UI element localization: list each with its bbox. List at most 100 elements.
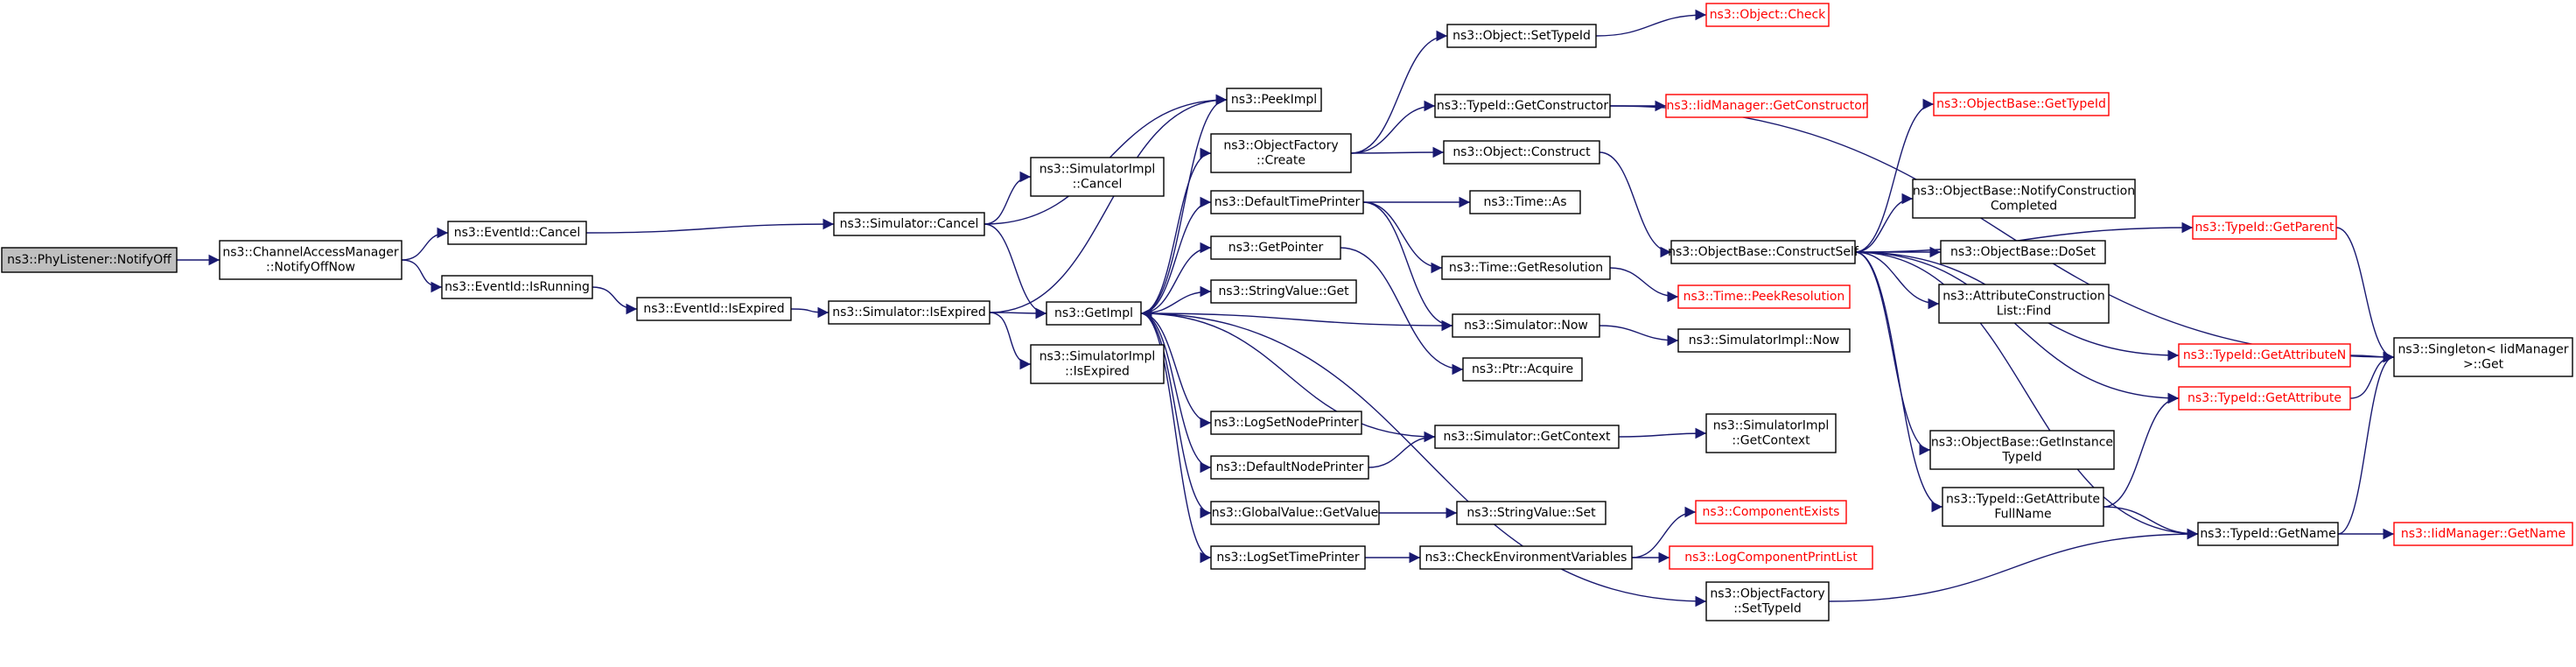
node-label: Completed xyxy=(1991,200,2057,214)
node-getctor[interactable]: ns3::TypeId::GetConstructor xyxy=(1434,94,1611,118)
node-simctx[interactable]: ns3::Simulator::GetContext xyxy=(1434,425,1620,449)
node-tidattrn[interactable]: ns3::TypeId::GetAttributeN xyxy=(2178,343,2351,368)
node-label: ns3::StringValue::Get xyxy=(1218,284,1349,298)
node-objcheck[interactable]: ns3::Object::Check xyxy=(1705,3,1830,27)
node-obdoset[interactable]: ns3::ObjectBase::DoSet xyxy=(1940,240,2106,264)
edge-tidparent-to-singleton xyxy=(2335,227,2395,363)
node-label: ns3::ObjectBase::ConstructSelf xyxy=(1668,245,1859,259)
node-evexpired[interactable]: ns3::EventId::IsExpired xyxy=(636,297,792,321)
node-implisexp[interactable]: ns3::SimulatorImpl::IsExpired xyxy=(1030,344,1165,384)
node-label: ns3::ObjectBase::DoSet xyxy=(1950,245,2096,259)
node-root[interactable]: ns3::PhyListener::NotifyOff xyxy=(1,247,178,273)
node-timeas[interactable]: ns3::Time::As xyxy=(1469,190,1581,214)
node-strget[interactable]: ns3::StringValue::Get xyxy=(1210,279,1357,304)
node-label: ns3::GlobalValue::GetValue xyxy=(1212,506,1378,520)
node-label: ns3::ObjectBase::NotifyConstruction xyxy=(1913,185,2135,199)
node-box xyxy=(1695,500,1847,524)
node-implnow[interactable]: ns3::SimulatorImpl::Now xyxy=(1677,328,1851,353)
node-label: ns3::TypeId::GetAttribute xyxy=(2188,391,2342,405)
edge-deftime-to-timegetres xyxy=(1362,201,1443,274)
node-peekimpl[interactable]: ns3::PeekImpl xyxy=(1226,88,1322,112)
node-box xyxy=(1443,140,1600,165)
edge-tidfull-to-tidattr xyxy=(2103,392,2180,508)
edge-getimpl-to-deftime xyxy=(1140,196,1212,314)
node-logsetnode[interactable]: ns3::LogSetNodePrinter xyxy=(1210,411,1362,435)
node-box xyxy=(1665,94,1868,118)
edge-obconstruct-to-attrfind xyxy=(1854,251,1940,310)
node-box xyxy=(441,275,593,299)
edge-getimpl-to-gvget xyxy=(1140,312,1212,519)
node-simisexp[interactable]: ns3::Simulator::IsExpired xyxy=(828,300,990,325)
node-label: ns3::Ptr::Acquire xyxy=(1472,362,1573,376)
node-box xyxy=(1705,3,1830,27)
node-singleton[interactable]: ns3::Singleton< IidManager >::Get xyxy=(2393,337,2573,377)
node-label: ns3::LogSetNodePrinter xyxy=(1214,416,1359,430)
node-iidname[interactable]: ns3::IidManager::GetName xyxy=(2393,522,2573,546)
node-label: ns3::Object::Check xyxy=(1710,8,1826,22)
node-iidctor[interactable]: ns3::IidManager::GetConstructor xyxy=(1665,94,1868,118)
node-box xyxy=(1210,279,1357,304)
node-tidname[interactable]: ns3::TypeId::GetName xyxy=(2197,522,2339,546)
node-label: ns3::ObjectBase::GetTypeId xyxy=(1936,97,2106,111)
edge-objconst-to-obconstruct xyxy=(1599,151,1672,258)
node-box xyxy=(1933,92,2110,116)
node-deftime[interactable]: ns3::DefaultTimePrinter xyxy=(1210,190,1364,214)
node-evcancel[interactable]: ns3::EventId::Cancel xyxy=(447,221,587,245)
edge-ofcreate-to-objconst xyxy=(1350,146,1445,158)
node-box xyxy=(1210,190,1364,214)
node-tidattr[interactable]: ns3::TypeId::GetAttribute xyxy=(2178,386,2351,411)
node-obnotify[interactable]: ns3::ObjectBase::NotifyConstructionCompl… xyxy=(1912,179,2136,219)
node-simnow[interactable]: ns3::Simulator::Now xyxy=(1452,313,1600,338)
node-peekres[interactable]: ns3::Time::PeekResolution xyxy=(1677,284,1851,309)
node-evrunning[interactable]: ns3::EventId::IsRunning xyxy=(441,275,593,299)
node-simcancel[interactable]: ns3::Simulator::Cancel xyxy=(833,212,985,236)
node-cam[interactable]: ns3::ChannelAccessManager::NotifyOffNow xyxy=(219,240,402,280)
node-obgettid[interactable]: ns3::ObjectBase::GetTypeId xyxy=(1933,92,2110,116)
node-implctx[interactable]: ns3::SimulatorImpl::GetContext xyxy=(1705,413,1837,453)
node-getpointer[interactable]: ns3::GetPointer xyxy=(1210,235,1341,260)
node-box xyxy=(1469,190,1581,214)
edge-settypeid-to-objcheck xyxy=(1595,9,1707,37)
node-getimpl[interactable]: ns3::GetImpl xyxy=(1046,301,1142,326)
node-checkenv[interactable]: ns3::CheckEnvironmentVariables xyxy=(1419,545,1633,570)
node-ptracq[interactable]: ns3::Ptr::Acquire xyxy=(1462,357,1583,382)
node-label: ::IsExpired xyxy=(1065,365,1130,379)
node-label: ns3::GetImpl xyxy=(1054,306,1133,320)
node-label: ns3::Time::GetResolution xyxy=(1449,261,1603,275)
node-box xyxy=(1434,425,1620,449)
node-box xyxy=(1670,240,1856,264)
node-label: FullName xyxy=(1994,508,2051,522)
node-label: ns3::LogSetTimePrinter xyxy=(1216,551,1360,565)
node-label: ns3::GetPointer xyxy=(1228,241,1324,255)
node-label: ns3::Time::As xyxy=(1483,195,1566,209)
node-timegetres[interactable]: ns3::Time::GetResolution xyxy=(1441,256,1611,280)
node-label: ns3::Object::SetTypeId xyxy=(1452,29,1591,43)
node-objconst[interactable]: ns3::Object::Construct xyxy=(1443,140,1600,165)
node-box xyxy=(1030,157,1165,197)
node-label: ns3::SimulatorImpl xyxy=(1040,163,1156,177)
node-settypeid[interactable]: ns3::Object::SetTypeId xyxy=(1446,24,1597,48)
edge-deftime-to-simnow xyxy=(1362,201,1453,332)
edge-simcancel-to-getimpl xyxy=(984,223,1047,319)
edge-obconstruct-to-tidparent xyxy=(1854,221,2194,253)
node-obconstruct[interactable]: ns3::ObjectBase::ConstructSelf xyxy=(1668,240,1859,264)
edge-simcancel-to-implcancel xyxy=(984,171,1032,225)
node-compexists[interactable]: ns3::ComponentExists xyxy=(1695,500,1847,524)
node-label: ns3::EventId::IsRunning xyxy=(444,280,590,294)
node-gvget[interactable]: ns3::GlobalValue::GetValue xyxy=(1210,501,1380,525)
node-label: ::Cancel xyxy=(1073,178,1123,192)
node-strset[interactable]: ns3::StringValue::Set xyxy=(1456,501,1606,525)
node-box xyxy=(1452,313,1600,338)
node-ofsettid[interactable]: ns3::ObjectFactory::SetTypeId xyxy=(1705,581,1830,621)
node-defnode[interactable]: ns3::DefaultNodePrinter xyxy=(1210,455,1369,480)
node-implcancel[interactable]: ns3::SimulatorImpl::Cancel xyxy=(1030,157,1165,197)
node-label: ns3::StringValue::Set xyxy=(1466,506,1596,520)
node-tidparent[interactable]: ns3::TypeId::GetParent xyxy=(2192,215,2337,240)
node-logcomp[interactable]: ns3::LogComponentPrintList xyxy=(1669,545,1873,570)
node-logsettime[interactable]: ns3::LogSetTimePrinter xyxy=(1210,545,1366,570)
node-box xyxy=(1030,344,1165,384)
node-ofcreate[interactable]: ns3::ObjectFactory::Create xyxy=(1210,133,1352,173)
